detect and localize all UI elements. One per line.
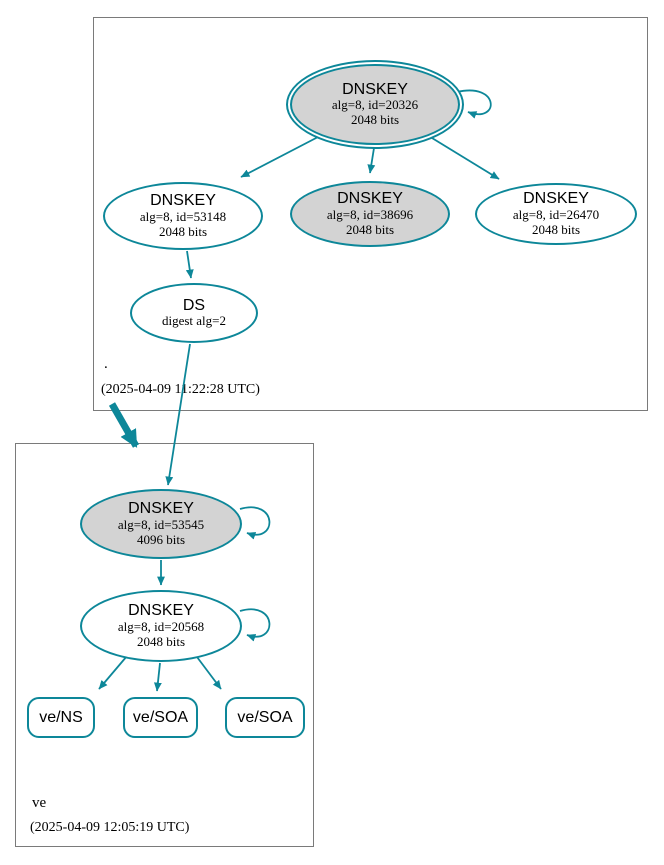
node-title: DNSKEY xyxy=(337,190,403,208)
node-digest-alg: digest alg=2 xyxy=(161,313,227,329)
ve-ksk-node[interactable]: DNSKEY alg=8, id=53545 4096 bits xyxy=(80,489,242,559)
root-ksk-node[interactable]: DNSKEY alg=8, id=20326 2048 bits xyxy=(286,60,464,149)
node-title: DNSKEY xyxy=(128,500,194,518)
root-zone-name: . xyxy=(104,356,108,372)
node-bits: 2048 bits xyxy=(350,112,400,128)
rrset-label: ve/SOA xyxy=(237,708,293,726)
rrset-label: ve/SOA xyxy=(132,708,189,726)
root-dnskey-26470-node[interactable]: DNSKEY alg=8, id=26470 2048 bits xyxy=(475,183,637,245)
ve-soa-rrset-node-2[interactable]: ve/SOA xyxy=(225,697,305,738)
node-bits: 2048 bits xyxy=(531,221,581,237)
node-alg-id: alg=8, id=26470 xyxy=(512,206,600,222)
node-title: DNSKEY xyxy=(523,190,589,208)
node-title: DS xyxy=(182,296,206,314)
ds-node[interactable]: DS digest alg=2 xyxy=(130,283,258,343)
node-title: DNSKEY xyxy=(150,192,216,210)
ve-zone-name: ve xyxy=(32,795,47,811)
node-alg-id: alg=8, id=20326 xyxy=(331,97,419,113)
node-alg-id: alg=8, id=38696 xyxy=(326,206,414,222)
root-zone-timestamp: (2025-04-09 11:22:28 UTC) xyxy=(101,382,260,397)
node-alg-id: alg=8, id=53148 xyxy=(139,208,227,224)
node-title: DNSKEY xyxy=(342,80,408,98)
node-bits: 2048 bits xyxy=(345,221,395,237)
ve-zone-timestamp: (2025-04-09 12:05:19 UTC) xyxy=(30,820,190,835)
node-bits: 2048 bits xyxy=(136,633,186,649)
root-dnskey-38696-node[interactable]: DNSKEY alg=8, id=38696 2048 bits xyxy=(290,181,450,247)
ve-soa-rrset-node-1[interactable]: ve/SOA xyxy=(123,697,198,738)
root-ksk-node-inner: DNSKEY alg=8, id=20326 2048 bits xyxy=(290,64,460,145)
node-alg-id: alg=8, id=53545 xyxy=(117,516,205,532)
rrset-label: ve/NS xyxy=(39,708,83,726)
node-bits: 4096 bits xyxy=(136,531,186,547)
node-title: DNSKEY xyxy=(128,602,194,620)
node-alg-id: alg=8, id=20568 xyxy=(117,618,205,634)
root-dnskey-53148-node[interactable]: DNSKEY alg=8, id=53148 2048 bits xyxy=(103,182,263,250)
ve-ns-rrset-node[interactable]: ve/NS xyxy=(27,697,95,738)
ve-zsk-node[interactable]: DNSKEY alg=8, id=20568 2048 bits xyxy=(80,590,242,662)
node-bits: 2048 bits xyxy=(158,223,208,239)
